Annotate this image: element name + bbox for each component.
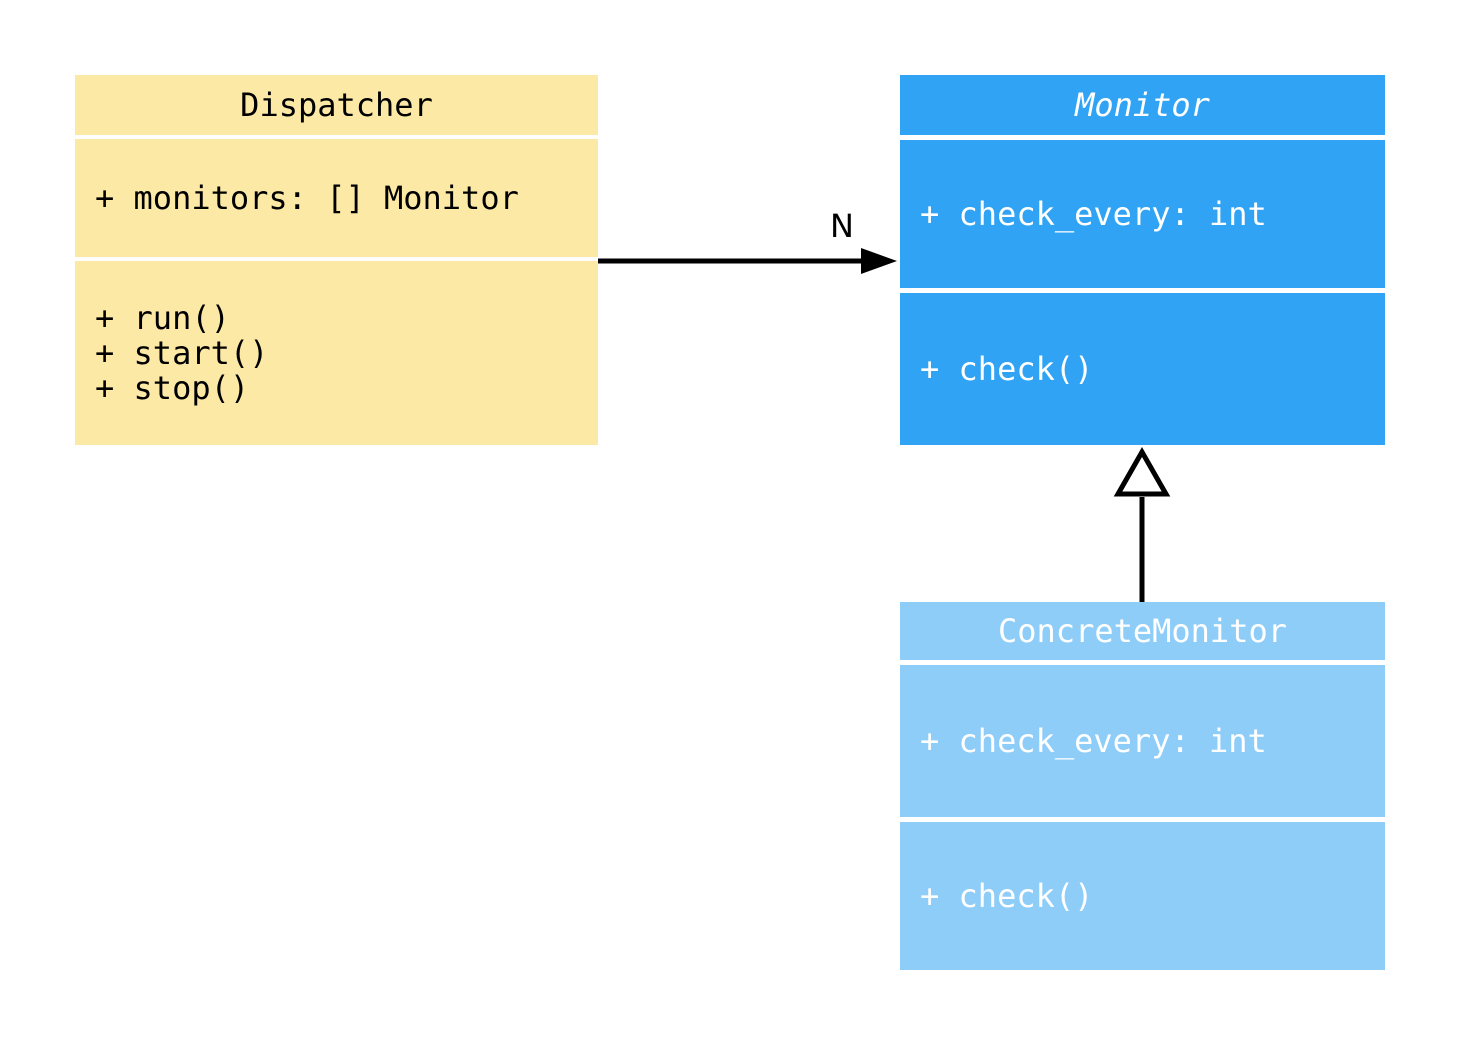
class-methods: + check(): [900, 293, 1385, 445]
attribute-item: + check_every: int: [920, 721, 1267, 760]
class-box-monitor: Monitor + check_every: int + check(): [900, 75, 1385, 445]
class-title: ConcreteMonitor: [900, 602, 1385, 660]
method-item: + start(): [95, 333, 269, 372]
class-methods: + run() + start() + stop(): [75, 261, 598, 445]
method-item: + stop(): [95, 368, 250, 407]
association-multiplicity-label: N: [830, 207, 854, 245]
attribute-item: + check_every: int: [920, 194, 1267, 233]
inheritance-arrow: [1113, 446, 1171, 602]
filled-arrowhead-icon: [861, 248, 897, 274]
method-item: + check(): [920, 349, 1094, 388]
class-attributes: + monitors: [] Monitor: [75, 139, 598, 257]
class-title: Monitor: [900, 75, 1385, 135]
class-box-dispatcher: Dispatcher + monitors: [] Monitor + run(…: [75, 75, 598, 445]
class-attributes: + check_every: int: [900, 140, 1385, 288]
hollow-triangle-icon: [1113, 446, 1171, 497]
method-item: + check(): [920, 876, 1094, 915]
association-arrow: [598, 248, 897, 274]
attribute-item: + monitors: [] Monitor: [95, 178, 519, 217]
class-methods: + check(): [900, 822, 1385, 970]
method-item: + run(): [95, 298, 230, 337]
class-title: Dispatcher: [75, 75, 598, 135]
class-attributes: + check_every: int: [900, 665, 1385, 817]
class-box-concrete-monitor: ConcreteMonitor + check_every: int + che…: [900, 602, 1385, 970]
